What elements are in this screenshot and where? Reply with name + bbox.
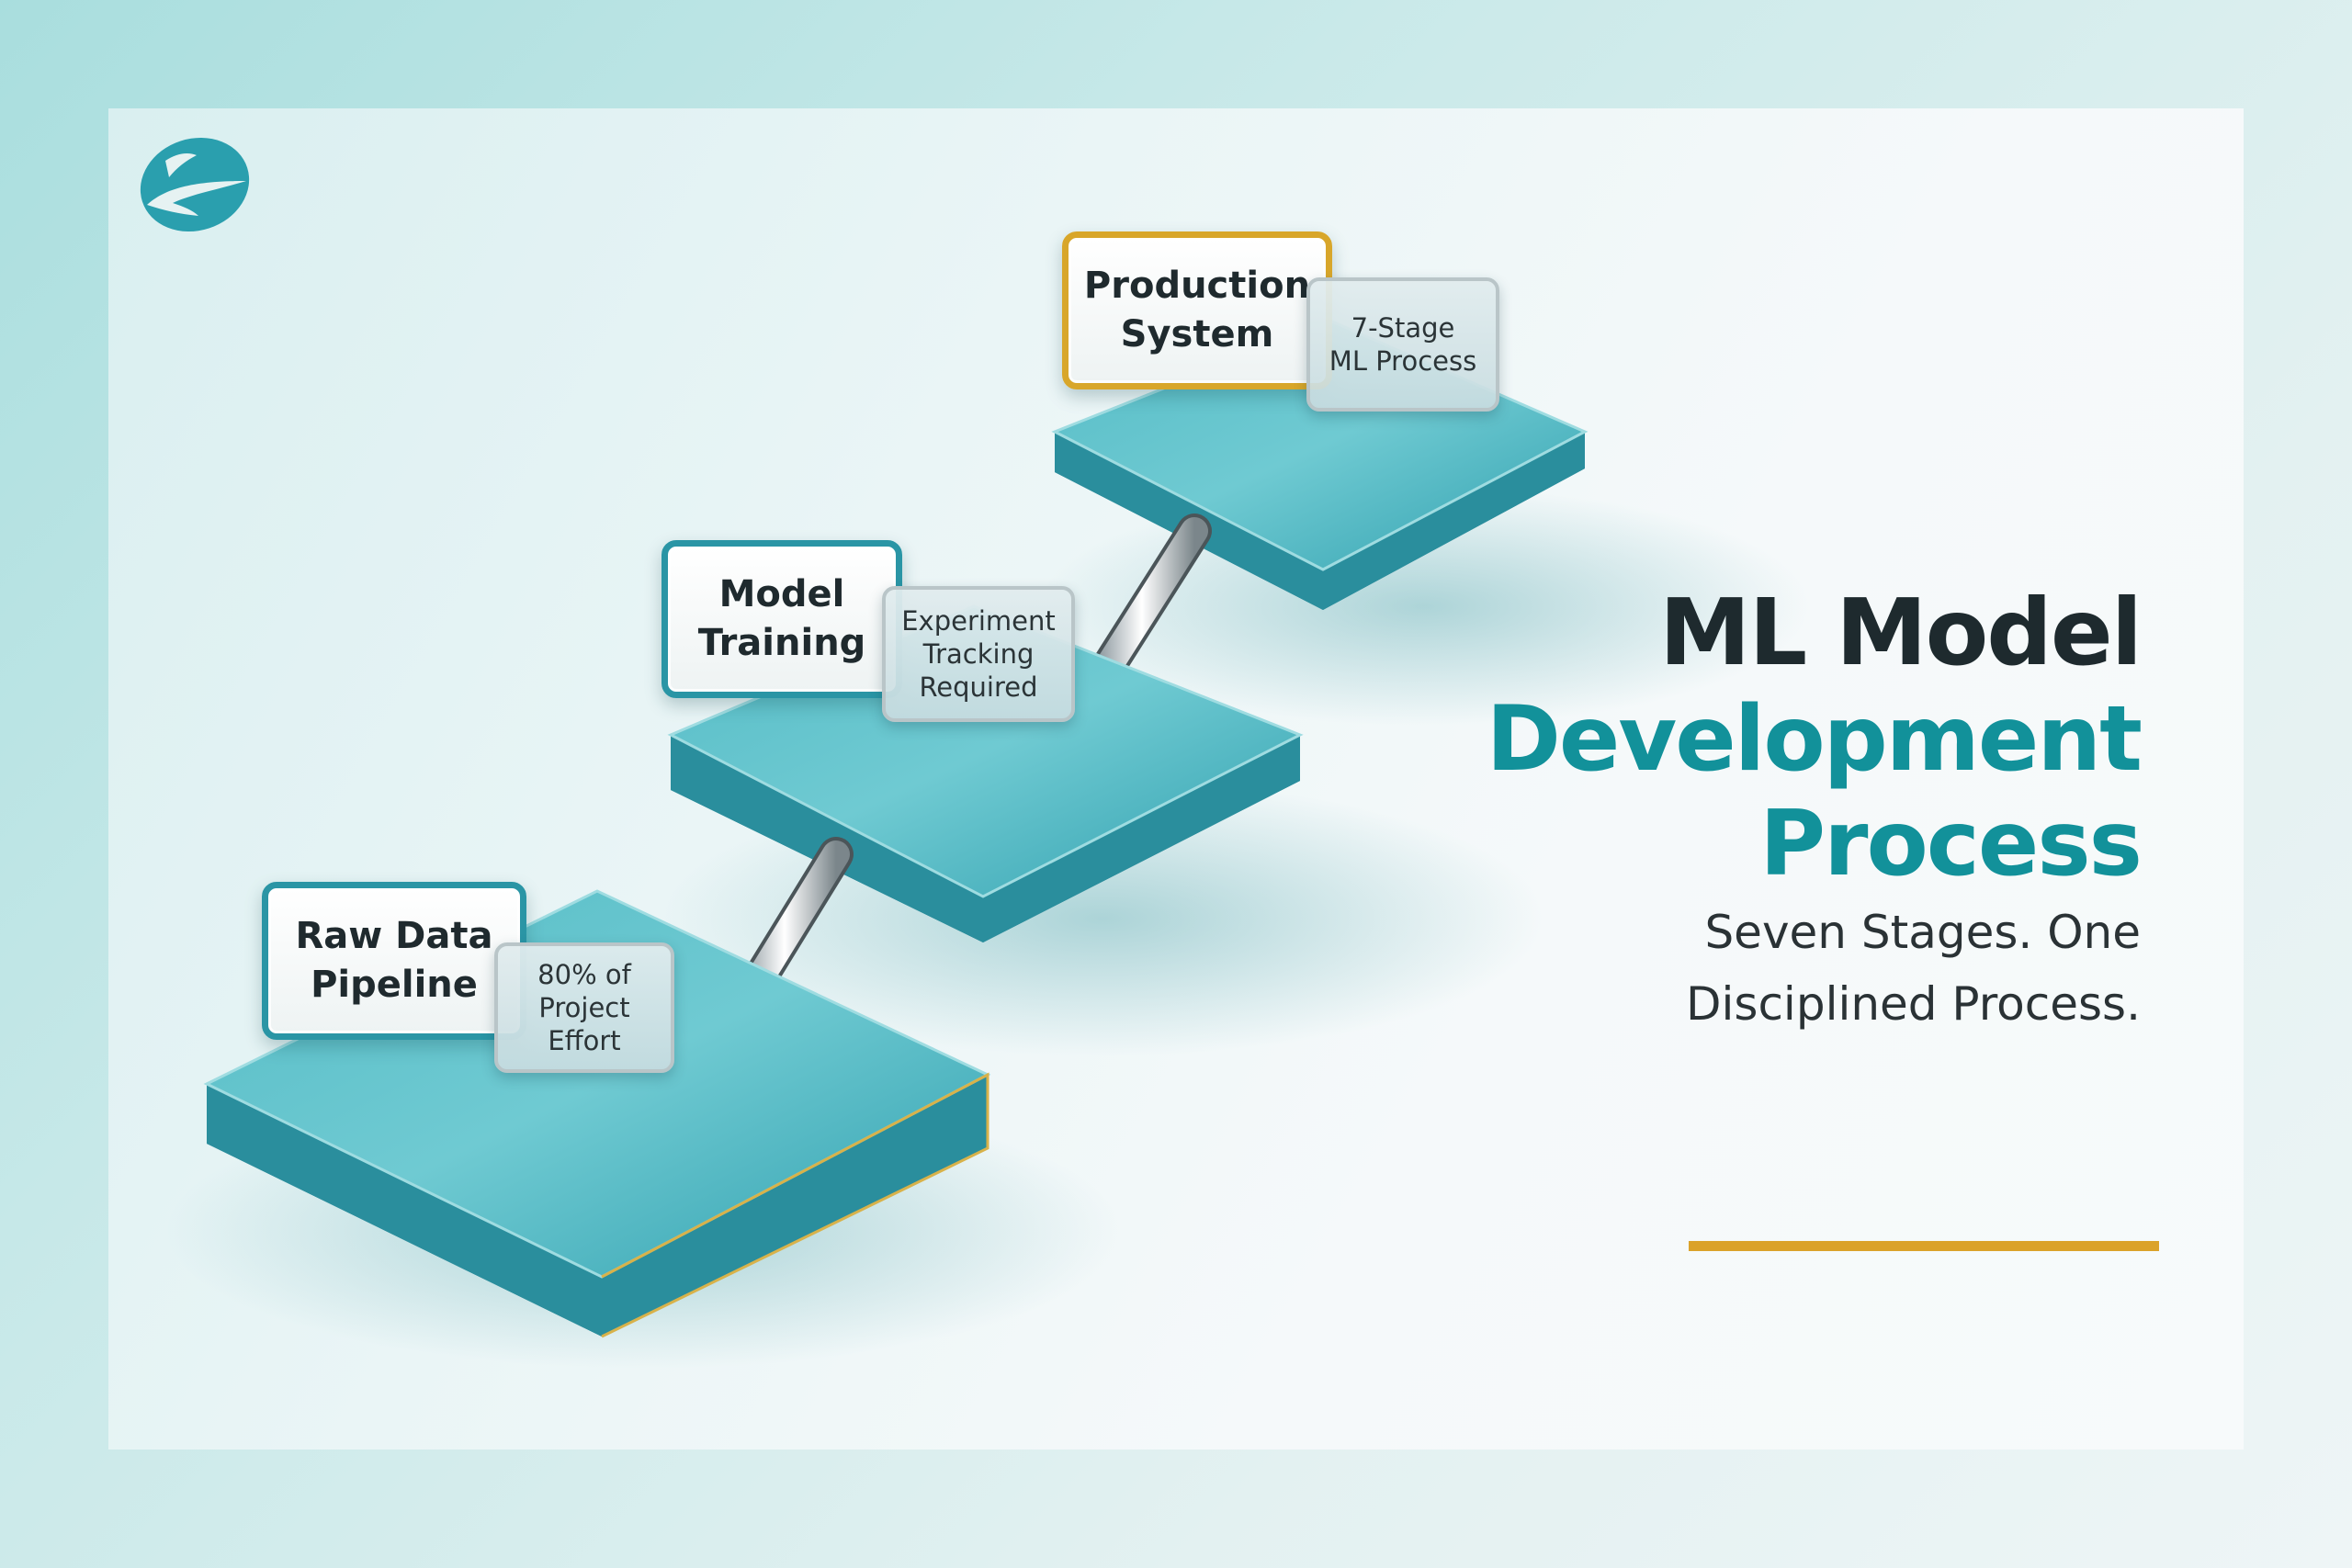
stage-note-ml-process: 7-Stage ML Process <box>1306 277 1499 412</box>
stage-label-production-system: Production System <box>1062 231 1332 389</box>
stage-note-experiment-tracking: Experiment Tracking Required <box>882 586 1075 722</box>
brand-logo-icon <box>140 137 250 232</box>
accent-underline <box>1689 1241 2159 1251</box>
stage-label-model-training: Model Training <box>662 540 902 698</box>
subtitle: Seven Stages. One Disciplined Process. <box>1686 906 2141 1031</box>
title-line-2: Development <box>1486 687 2143 792</box>
stage-note-project-effort: 80% of Project Effort <box>494 942 674 1073</box>
title-line-3: Process <box>1759 792 2143 897</box>
stage-label-raw-data-pipeline: Raw Data Pipeline <box>262 882 526 1040</box>
title-line-1: ML Model <box>1659 579 2143 686</box>
